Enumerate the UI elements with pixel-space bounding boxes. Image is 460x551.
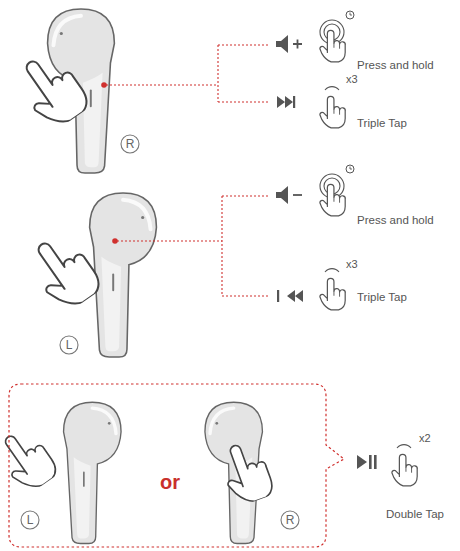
hand-icon — [320, 30, 345, 61]
hand-icon — [320, 278, 345, 309]
gesture-label: Press and hold — [357, 59, 434, 71]
side-badge: R — [280, 510, 300, 530]
gesture-group: orL R — [8, 383, 348, 549]
or-word: or — [160, 471, 180, 494]
next-bar — [293, 96, 295, 108]
clock-icon — [346, 165, 354, 173]
side-letter: L — [59, 335, 79, 355]
minus-sign — [293, 194, 302, 196]
gesture-label: Triple Tap — [357, 291, 407, 303]
side-letter: R — [120, 134, 140, 154]
double-tap-icon — [392, 445, 417, 486]
tap-arc — [397, 445, 411, 448]
clock-icon — [346, 11, 354, 19]
side-badge: L — [20, 510, 40, 530]
hand-touch — [11, 47, 93, 134]
clock-hands — [350, 13, 352, 16]
hand-icon — [320, 184, 345, 215]
tap-count: x3 — [346, 73, 358, 85]
side-badge: R — [120, 134, 140, 154]
leader-line — [106, 45, 268, 102]
triple-tap-icon — [320, 87, 345, 128]
side-letter: L — [20, 510, 40, 530]
touch-point — [101, 82, 107, 88]
prev-icon — [287, 290, 303, 302]
hand-touch — [23, 229, 105, 316]
speaker-icon — [276, 186, 288, 204]
tap-count: x2 — [419, 432, 431, 444]
bubble-shape — [9, 384, 344, 547]
next-icon — [277, 96, 293, 108]
speaker-icon — [276, 35, 288, 53]
circle-shape — [21, 511, 39, 529]
triple-tap-icon — [320, 269, 345, 310]
circle-shape — [121, 135, 139, 153]
touch-point — [112, 238, 118, 244]
pause-bar — [369, 455, 372, 469]
gesture-label: Double Tap — [386, 508, 444, 520]
side-badge: L — [59, 335, 79, 355]
earbud-left — [90, 193, 157, 357]
circle-shape — [281, 511, 299, 529]
play-icon — [357, 455, 367, 469]
prev-bar — [277, 290, 279, 302]
press-hold-icon — [320, 165, 354, 216]
hand-icon — [392, 454, 417, 485]
tap-count: x3 — [346, 258, 358, 270]
tap-arc — [325, 269, 339, 272]
pause-bar — [374, 455, 377, 469]
gesture-label: Triple Tap — [357, 117, 407, 129]
leader-line — [117, 196, 268, 296]
clock-hands — [350, 167, 352, 170]
plus-sign — [293, 40, 302, 49]
hand-icon — [320, 96, 345, 127]
circle-shape — [60, 336, 78, 354]
earbud-left — [64, 402, 122, 543]
gesture-label: Press and hold — [357, 214, 434, 226]
press-hold-icon — [320, 11, 354, 62]
tap-arc — [325, 87, 339, 90]
hand-touch — [216, 438, 276, 508]
side-letter: R — [280, 510, 300, 530]
